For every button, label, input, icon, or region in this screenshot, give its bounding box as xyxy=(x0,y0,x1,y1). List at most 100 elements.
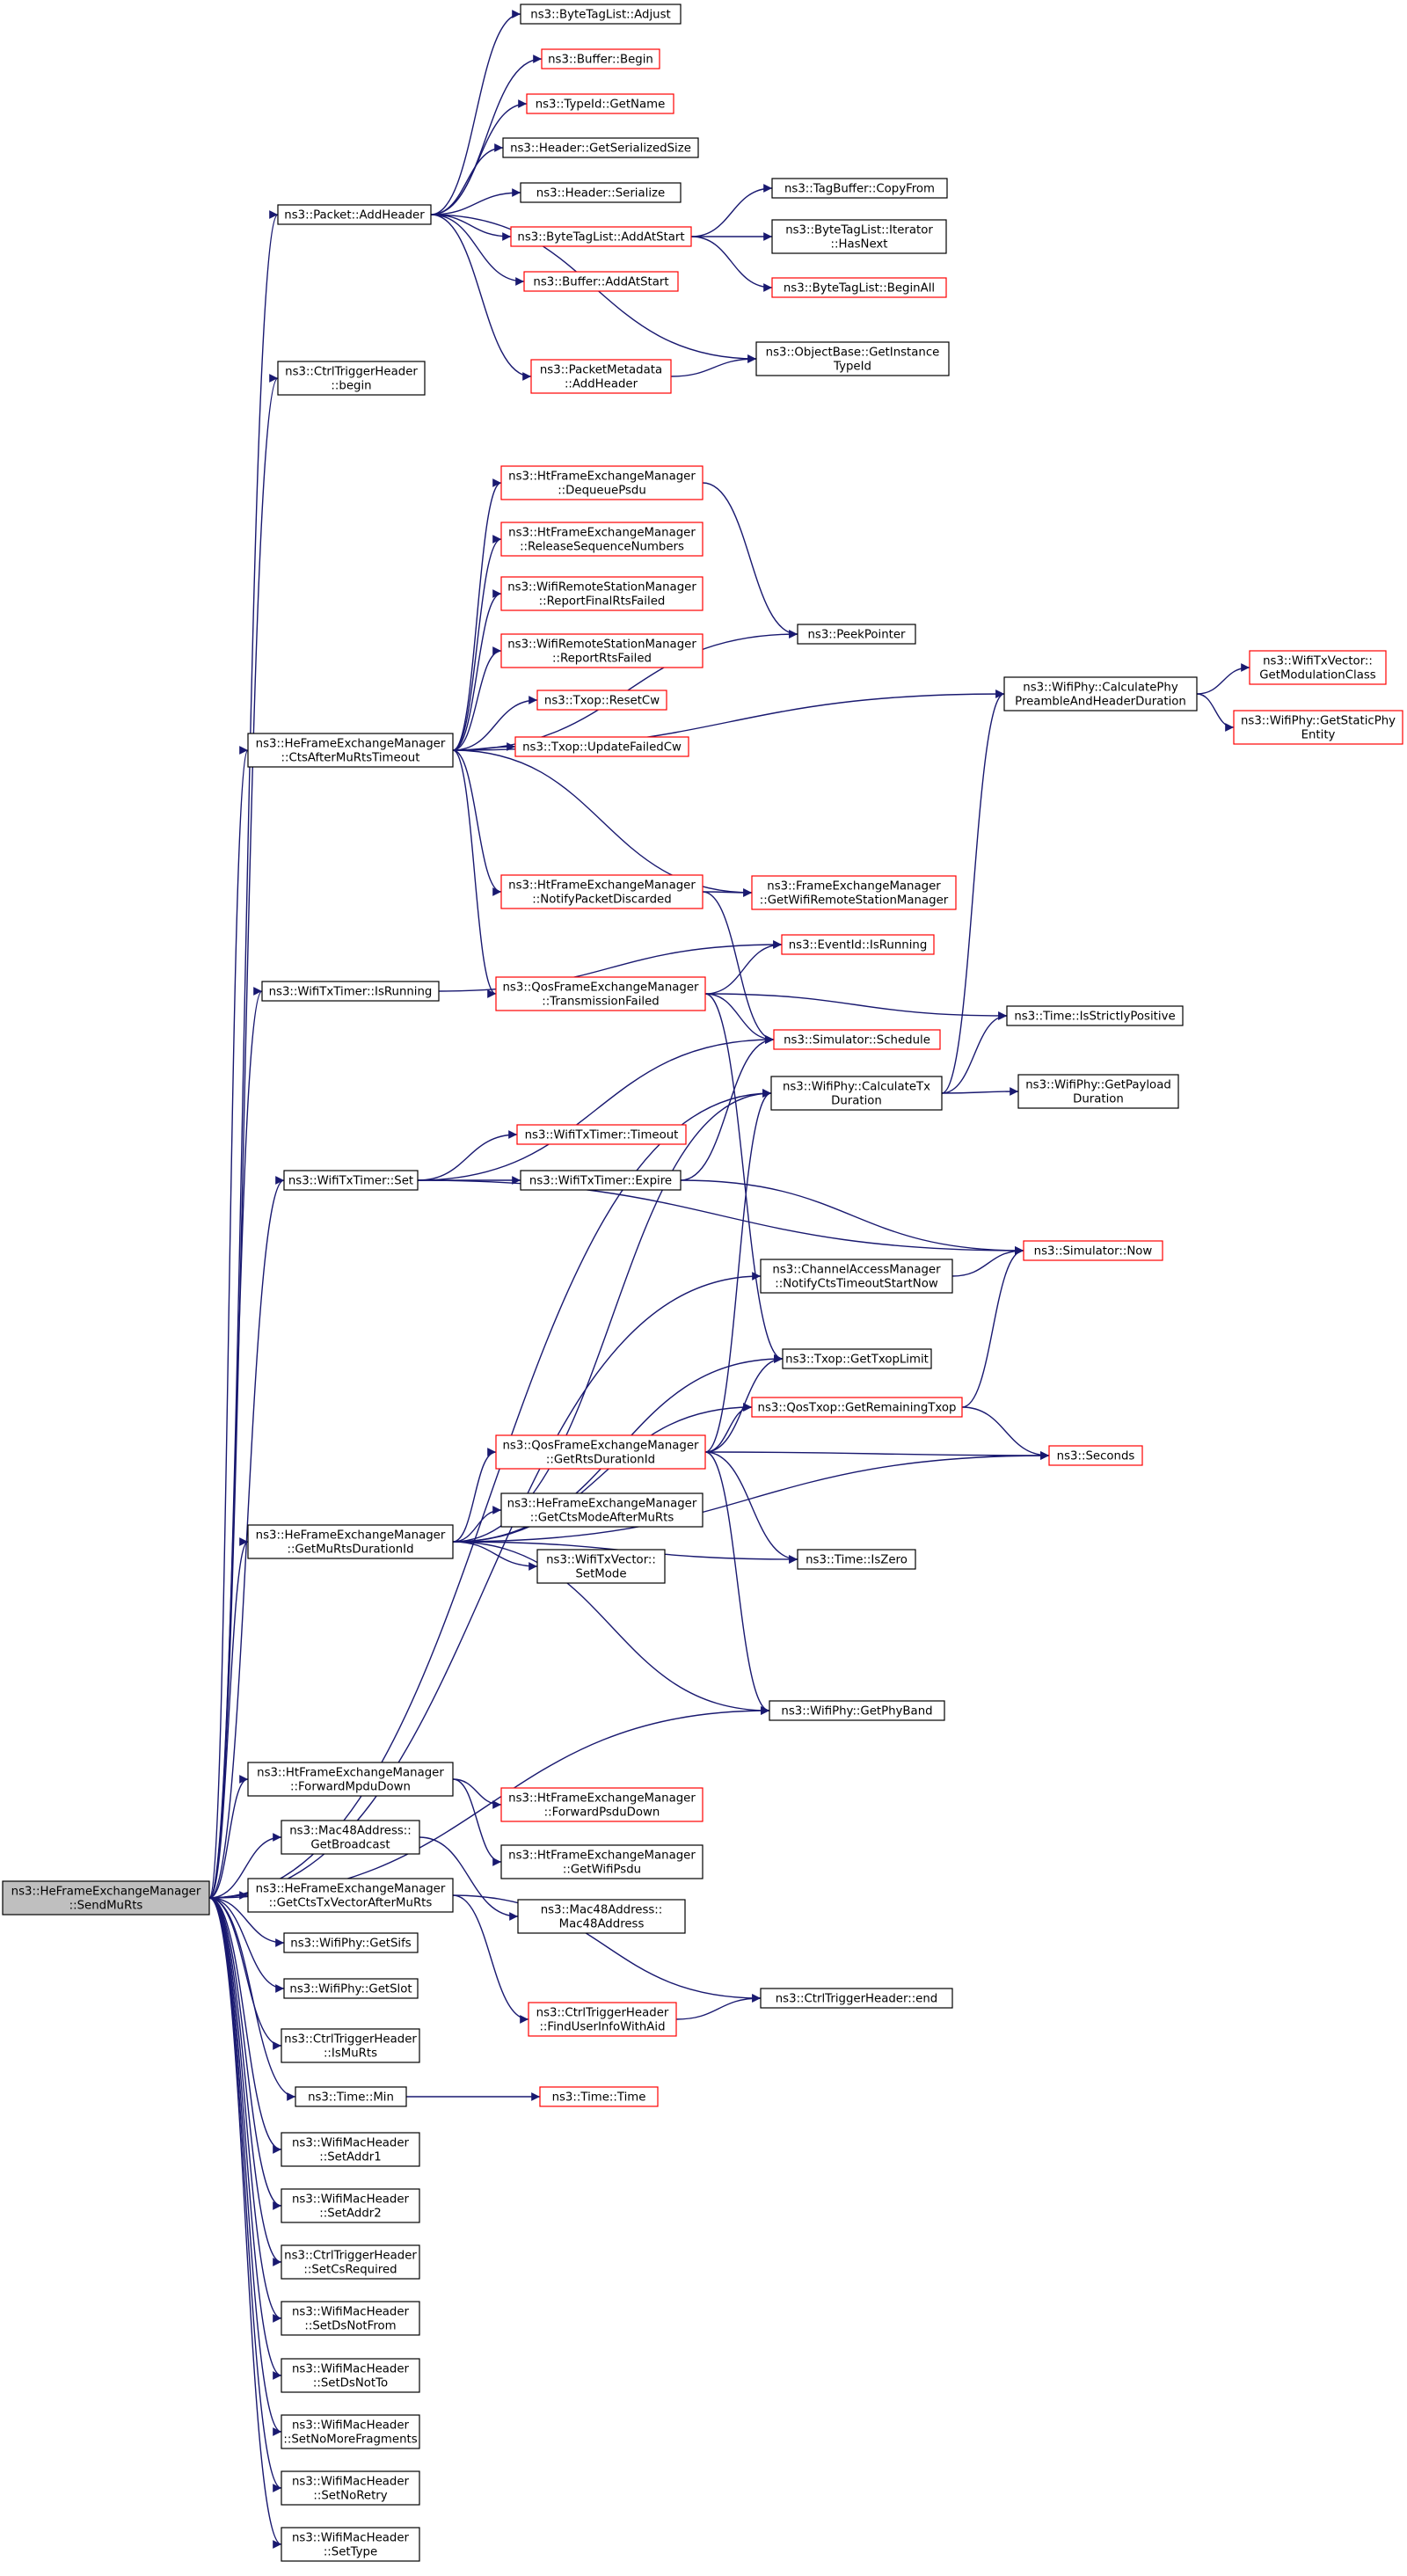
node-setaddr1[interactable]: ns3::WifiMacHeader::SetAddr1 xyxy=(281,2132,420,2167)
node-txoplimit[interactable]: ns3::Txop::GetTxopLimit xyxy=(782,1348,932,1369)
node-updatecw[interactable]: ns3::Txop::UpdateFailedCw xyxy=(514,736,689,757)
node-hasnext[interactable]: ns3::ByteTagList::Iterator::HasNext xyxy=(771,219,947,254)
node-box xyxy=(782,1348,932,1369)
edge-notifydisc-to-getwifirsm xyxy=(702,888,753,897)
node-resetcw[interactable]: ns3::Txop::ResetCw xyxy=(536,690,667,711)
node-reportrts[interactable]: ns3::WifiRemoteStationManager::ReportRts… xyxy=(500,633,704,668)
node-label: ns3::Txop::UpdateFailedCw xyxy=(522,741,682,755)
edge-rtsdur-to-seconds xyxy=(704,1451,1050,1460)
node-box xyxy=(797,624,916,645)
node-timerset[interactable]: ns3::WifiTxTimer::Set xyxy=(283,1170,419,1191)
node-beginall[interactable]: ns3::ByteTagList::BeginAll xyxy=(771,277,947,298)
node-box xyxy=(495,976,706,1011)
node-isrunning[interactable]: ns3::WifiTxTimer::IsRunning xyxy=(261,981,440,1002)
node-reportfinal[interactable]: ns3::WifiRemoteStationManager::ReportFin… xyxy=(500,576,704,611)
node-murtsdur[interactable]: ns3::HeFrameExchangeManager::GetMuRtsDur… xyxy=(247,1524,454,1559)
node-getbcast[interactable]: ns3::Mac48Address::GetBroadcast xyxy=(281,1820,420,1855)
node-setdsfrom[interactable]: ns3::WifiMacHeader::SetDsNotFrom xyxy=(281,2301,420,2336)
node-copyfrom[interactable]: ns3::TagBuffer::CopyFrom xyxy=(771,178,948,199)
node-box xyxy=(281,2527,420,2562)
node-label: ::GetCtsTxVectorAfterMuRts xyxy=(269,1897,433,1910)
node-label: ns3::WifiMacHeader xyxy=(292,2476,410,2489)
node-pmaddheader[interactable]: ns3::PacketMetadata::AddHeader xyxy=(530,359,672,394)
node-serialize[interactable]: ns3::Header::Serialize xyxy=(520,182,682,203)
node-label: ns3::WifiMacHeader xyxy=(292,2137,410,2150)
node-label: ::ReportRtsFailed xyxy=(552,653,652,666)
node-settype[interactable]: ns3::WifiMacHeader::SetType xyxy=(281,2527,420,2562)
edge-expire-to-schedule xyxy=(680,1035,775,1181)
node-bufaddatstart[interactable]: ns3::Buffer::AddAtStart xyxy=(523,271,679,292)
node-setnoretry[interactable]: ns3::WifiMacHeader::SetNoRetry xyxy=(281,2470,420,2506)
node-setcs[interactable]: ns3::CtrlTriggerHeader::SetCsRequired xyxy=(281,2244,420,2280)
node-label: ns3::HeFrameExchangeManager xyxy=(256,1883,446,1896)
node-setaddr2[interactable]: ns3::WifiMacHeader::SetAddr2 xyxy=(281,2188,420,2223)
node-label: ns3::WifiTxTimer::Set xyxy=(288,1175,413,1188)
node-remtxop[interactable]: ns3::QosTxop::GetRemainingTxop xyxy=(751,1397,963,1418)
node-label: ns3::PeekPointer xyxy=(807,629,906,642)
node-label: SetMode xyxy=(575,1568,626,1581)
node-rtsdur[interactable]: ns3::QosFrameExchangeManager::GetRtsDura… xyxy=(495,1434,706,1470)
node-setdsto[interactable]: ns3::WifiMacHeader::SetDsNotTo xyxy=(281,2358,420,2393)
node-setmode[interactable]: ns3::WifiTxVector::SetMode xyxy=(536,1549,666,1584)
node-getctstx[interactable]: ns3::HeFrameExchangeManager::GetCtsTxVec… xyxy=(247,1878,454,1913)
node-seconds[interactable]: ns3::Seconds xyxy=(1048,1445,1143,1466)
node-label: ::CtsAfterMuRtsTimeout xyxy=(281,752,420,765)
node-label: ::NotifyCtsTimeoutStartNow xyxy=(775,1278,938,1291)
node-txfailed[interactable]: ns3::QosFrameExchangeManager::Transmissi… xyxy=(495,976,706,1011)
node-ismurts[interactable]: ns3::CtrlTriggerHeader::IsMuRts xyxy=(281,2028,420,2063)
edge-root-to-getsifs xyxy=(208,1897,285,1947)
node-label: ::TransmissionFailed xyxy=(542,996,659,1009)
node-timetime[interactable]: ns3::Time::Time xyxy=(539,2086,659,2107)
node-fwdmpdu[interactable]: ns3::HtFrameExchangeManager::ForwardMpdu… xyxy=(247,1762,454,1797)
node-fwdpsdu[interactable]: ns3::HtFrameExchangeManager::ForwardPsdu… xyxy=(500,1787,704,1822)
node-peek[interactable]: ns3::PeekPointer xyxy=(797,624,916,645)
node-dequeue[interactable]: ns3::HtFrameExchangeManager::DequeuePsdu xyxy=(500,465,704,500)
node-getser[interactable]: ns3::Header::GetSerializedSize xyxy=(502,137,699,158)
node-addatstart[interactable]: ns3::ByteTagList::AddAtStart xyxy=(510,226,692,247)
node-timemin[interactable]: ns3::Time::Min xyxy=(295,2086,407,2107)
node-adjust[interactable]: ns3::ByteTagList::Adjust xyxy=(520,4,682,25)
node-notifycts[interactable]: ns3::ChannelAccessManager::NotifyCtsTime… xyxy=(760,1259,953,1294)
node-addheader[interactable]: ns3::Packet::AddHeader xyxy=(277,204,432,225)
node-ctsafter[interactable]: ns3::HeFrameExchangeManager::CtsAfterMuR… xyxy=(247,733,454,768)
edge-addheader-to-pmaddheader xyxy=(430,214,532,381)
node-expire[interactable]: ns3::WifiTxTimer::Expire xyxy=(520,1170,682,1191)
node-label: ::AddHeader xyxy=(565,378,638,391)
node-notifydisc[interactable]: ns3::HtFrameExchangeManager::NotifyPacke… xyxy=(500,874,704,909)
node-getwifipsdu[interactable]: ns3::HtFrameExchangeManager::GetWifiPsdu xyxy=(500,1844,704,1879)
node-setnomore[interactable]: ns3::WifiMacHeader::SetNoMoreFragments xyxy=(281,2414,420,2449)
node-label: ns3::Packet::AddHeader xyxy=(284,209,425,223)
node-iszero[interactable]: ns3::Time::IsZero xyxy=(797,1549,916,1570)
node-schedule[interactable]: ns3::Simulator::Schedule xyxy=(773,1029,941,1050)
node-mac48[interactable]: ns3::Mac48Address::Mac48Address xyxy=(517,1899,686,1934)
node-getname[interactable]: ns3::TypeId::GetName xyxy=(526,93,674,114)
edge-addheader-to-bufaddatstart xyxy=(430,214,525,286)
node-bufbegin[interactable]: ns3::Buffer::Begin xyxy=(541,48,660,69)
node-label: ns3::QosTxop::GetRemainingTxop xyxy=(758,1402,957,1415)
node-evisrunning[interactable]: ns3::EventId::IsRunning xyxy=(781,934,935,955)
node-ctrlbegin[interactable]: ns3::CtrlTriggerHeader::begin xyxy=(277,361,426,396)
node-strictpos[interactable]: ns3::Time::IsStrictlyPositive xyxy=(1006,1005,1184,1026)
edge-root-to-setdsfrom xyxy=(208,1897,282,2323)
node-calcpre[interactable]: ns3::WifiPhy::CalculatePhyPreambleAndHea… xyxy=(1003,676,1198,712)
node-getmod[interactable]: ns3::WifiTxVector::GetModulationClass xyxy=(1249,650,1387,685)
edge-ctsafter-to-resetcw xyxy=(452,696,538,751)
edge-murtsdur-to-setmode xyxy=(452,1541,538,1571)
node-getslot[interactable]: ns3::WifiPhy::GetSlot xyxy=(283,1978,419,1999)
node-getphyband[interactable]: ns3::WifiPhy::GetPhyBand xyxy=(769,1700,945,1721)
node-timeout[interactable]: ns3::WifiTxTimer::Timeout xyxy=(516,1124,687,1145)
node-ctrlend[interactable]: ns3::CtrlTriggerHeader::end xyxy=(760,1988,953,2009)
node-getwifirsm[interactable]: ns3::FrameExchangeManager::GetWifiRemote… xyxy=(751,875,957,910)
edge-notifycts-to-now xyxy=(951,1246,1024,1277)
node-getsifs[interactable]: ns3::WifiPhy::GetSifs xyxy=(283,1932,419,1953)
node-finduser[interactable]: ns3::CtrlTriggerHeader::FindUserInfoWith… xyxy=(528,2002,677,2037)
node-box xyxy=(247,1878,454,1913)
node-label: ::SetDsNotFrom xyxy=(304,2320,396,2333)
node-getctsmode[interactable]: ns3::HeFrameExchangeManager::GetCtsModeA… xyxy=(500,1492,704,1528)
node-releaseseq[interactable]: ns3::HtFrameExchangeManager::ReleaseSequ… xyxy=(500,522,704,557)
node-now[interactable]: ns3::Simulator::Now xyxy=(1023,1240,1163,1261)
